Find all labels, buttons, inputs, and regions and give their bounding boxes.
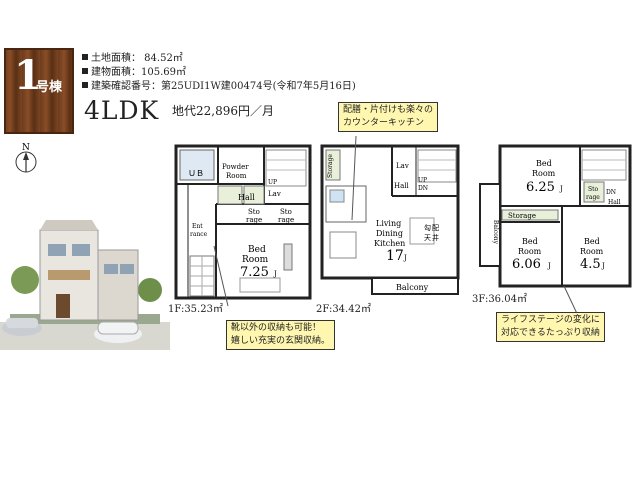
f1-bed-size: 7.25: [240, 265, 269, 280]
f2-storage: Storage: [327, 154, 334, 178]
f2-ceiling-4: 井: [432, 233, 439, 242]
f2-lav: Lav: [396, 162, 409, 170]
f2-up: UP: [418, 177, 427, 184]
f1-storage1-a: Sto: [248, 208, 260, 216]
f1-powder-1: Powder: [222, 163, 249, 171]
floor-3-plan: Bed Room 6.25 J Storage Sto rage DN Hall…: [479, 144, 632, 288]
permit-number: 建築確認番号：第25UDI1W建00474号(令和7年5月16日): [82, 77, 356, 92]
f2-dn: DN: [418, 185, 428, 192]
f3-hall: Hall: [608, 199, 621, 206]
compass-icon: N: [15, 143, 37, 173]
f3-bed1-unit: J: [559, 185, 563, 193]
f2-ldk-unit: J: [403, 254, 407, 262]
f3-bed1-size: 6.25: [526, 180, 555, 195]
f3-bed2-label-2: Room: [518, 247, 542, 256]
f3-bed2-size: 6.06: [512, 257, 541, 272]
f2-ldk-size: 17: [386, 248, 404, 264]
f1-bed-label-2: Room: [242, 255, 269, 265]
f1-storage2-a: Sto: [280, 208, 292, 216]
building-illustration: [0, 220, 170, 350]
f2-ceiling-1: 勾: [424, 223, 431, 232]
f3-bed3-label-1: Bed: [584, 237, 600, 246]
f1-storage1-b: rage: [246, 216, 262, 224]
f3-bed1-label-1: Bed: [536, 159, 552, 168]
floor-1-plan: ＵＢ Powder Room Lav UP Hall Sto rage Sto …: [174, 144, 312, 300]
f1-up: UP: [268, 179, 277, 186]
f1-bed-label-1: Bed: [248, 245, 266, 255]
floor-2-plan: Storage Lav Hall UP DN Living Dining Kit…: [320, 144, 460, 295]
f1-entrance-b: rance: [190, 231, 208, 238]
f3-bed2-label-1: Bed: [522, 237, 538, 246]
f1-entrance-a: Ent: [192, 223, 203, 230]
floor-1-label: 1F:35.23㎡: [168, 304, 223, 315]
f2-balcony: Balcony: [396, 283, 429, 292]
f2-ldk-1: Living: [376, 219, 401, 228]
f1-bed-unit: J: [273, 270, 277, 278]
floor-plans: ＵＢ Powder Room Lav UP Hall Sto rage Sto …: [174, 136, 632, 320]
f3-storage-small-2: rage: [586, 194, 600, 201]
compass-label: N: [22, 143, 30, 153]
f1-storage2-b: rage: [278, 216, 294, 224]
layout-name: 4LDK: [84, 96, 160, 125]
f1-lav: Lav: [268, 190, 281, 198]
f1-powder-2: Room: [226, 172, 247, 180]
f3-bed2-unit: J: [547, 262, 551, 270]
f2-ceiling-3: 天: [424, 234, 431, 242]
f3-storage: Storage: [508, 212, 536, 220]
building-number-badge: 1 号棟: [4, 48, 74, 134]
building-area: 建物面積：105.69㎡: [82, 63, 186, 78]
f2-ceiling-2: 配: [432, 224, 439, 232]
f3-bed1-label-2: Room: [532, 169, 556, 178]
f1-ub: ＵＢ: [188, 169, 204, 178]
f2-ldk-3: Kitchen: [374, 239, 405, 248]
kitchen-callout: 配膳・片付けも楽々の カウンターキッチン: [338, 102, 439, 132]
f3-dn: DN: [606, 189, 616, 196]
f2-ldk-2: Dining: [376, 229, 403, 238]
entrance-callout: 靴以外の収納も可能！ 嬉しい充実の玄関収納。: [226, 320, 336, 350]
building-number: 1: [14, 52, 42, 99]
floor-2-label: 2F:34.42㎡: [316, 304, 371, 315]
f3-storage-small-1: Sto: [588, 186, 599, 193]
land-area: 土地面積： 84.52㎡: [82, 49, 183, 64]
floor-3-label: 3F:36.04㎡: [472, 294, 527, 305]
f3-bed3-size: 4.5: [580, 257, 601, 272]
land-rent: 地代22,896円／月: [172, 104, 274, 118]
f3-bed3-unit: J: [601, 262, 605, 270]
f2-hall: Hall: [394, 182, 410, 190]
f3-bed3-label-2: Room: [580, 247, 604, 256]
f1-hall: Hall: [238, 193, 255, 202]
f3-balcony: Balcony: [492, 220, 499, 245]
storage-callout: ライフステージの変化に 対応できるたっぷり収納: [496, 312, 605, 342]
building-suffix: 号棟: [36, 80, 63, 95]
